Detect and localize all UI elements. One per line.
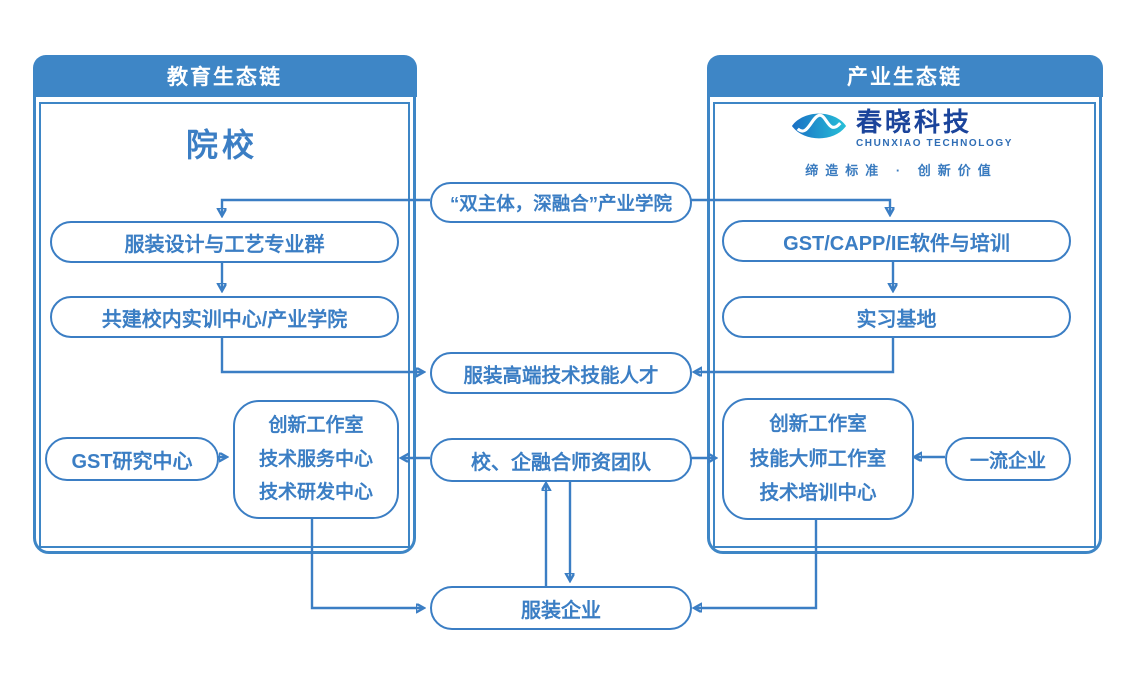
- node-campus-training-center: 共建校内实训中心/产业学院: [50, 296, 399, 338]
- node-enterprise-innovation-centers: 创新工作室 技能大师工作室 技术培训中心: [722, 398, 914, 520]
- node-fashion-design-major-group: 服装设计与工艺专业群: [50, 221, 399, 263]
- education-chain-header: 教育生态链: [32, 54, 417, 97]
- colleges-title: 院校: [185, 127, 258, 163]
- tech-service-center-line: 技术服务中心: [258, 448, 373, 470]
- skill-master-studio-line: 技能大师工作室: [749, 447, 887, 470]
- tech-rd-center-line: 技术研发中心: [258, 482, 373, 504]
- node-first-class-enterprise: 一流企业: [945, 437, 1071, 481]
- chunxiao-logo: 春晓科技 CHUNXIAO TECHNOLOGY 缔造标准 · 创新价值: [707, 106, 1096, 179]
- logo-tagline: 缔造标准 · 创新价值: [805, 163, 998, 178]
- logo-company-name-en: CHUNXIAO TECHNOLOGY: [855, 138, 1014, 150]
- node-internship-base: 实习基地: [722, 296, 1071, 338]
- node-school-enterprise-teachers: 校、企融合师资团队: [430, 438, 692, 482]
- node-highend-talent: 服装高端技术技能人才: [430, 352, 692, 394]
- node-school-innovation-centers: 创新工作室 技术服务中心 技术研发中心: [233, 400, 399, 519]
- chunxiao-logo-icon: [790, 106, 848, 151]
- innovation-studio-line: 创新工作室: [769, 412, 867, 435]
- node-gst-research-center: GST研究中心: [45, 437, 219, 481]
- tech-training-center-line: 技术培训中心: [759, 482, 877, 505]
- node-gst-capp-ie-software: GST/CAPP/IE软件与培训: [722, 220, 1071, 262]
- innovation-studio-line: 创新工作室: [268, 414, 364, 436]
- node-garment-enterprise: 服装企业: [430, 586, 692, 630]
- industry-chain-header: 产业生态链: [706, 54, 1103, 97]
- node-industry-college: “双主体，深融合”产业学院: [430, 182, 692, 223]
- logo-company-name: 春晓科技: [855, 106, 972, 137]
